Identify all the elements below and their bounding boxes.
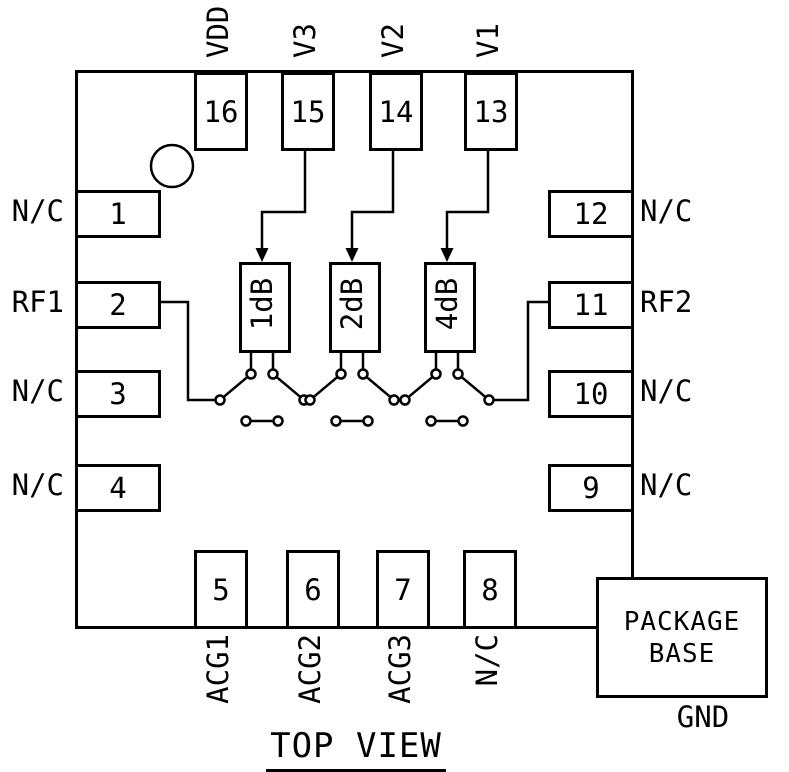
pin-2-label-rf1: RF1 bbox=[11, 285, 64, 319]
pin-13-box: 13 bbox=[464, 72, 518, 151]
pin-16-box: 16 bbox=[194, 72, 248, 151]
pin-14-label-v2: V2 bbox=[376, 23, 410, 58]
pin-16-label-vdd: VDD bbox=[201, 5, 235, 58]
pin-13-label-v1: V1 bbox=[471, 23, 505, 58]
attenuator-2db-label: 2dB bbox=[335, 277, 369, 331]
top-view-title-text: TOP VIEW bbox=[266, 726, 446, 772]
pin-11-box: 11 bbox=[548, 281, 634, 329]
pin-4-box: 4 bbox=[75, 464, 161, 512]
pin-5-number: 5 bbox=[212, 572, 230, 607]
pin-2-number: 2 bbox=[109, 288, 127, 322]
pin-10-box: 10 bbox=[548, 370, 634, 418]
pin-14-box: 14 bbox=[369, 72, 423, 151]
pin-16-number: 16 bbox=[203, 94, 239, 129]
pin-8-number: 8 bbox=[481, 572, 499, 607]
pin-2-box: 2 bbox=[75, 281, 161, 329]
pin-1-number: 1 bbox=[109, 197, 127, 231]
pin-11-number: 11 bbox=[573, 288, 609, 322]
pin-10-label-nc: N/C bbox=[640, 374, 693, 408]
pin-14-number: 14 bbox=[378, 94, 414, 129]
pin-8-box: 8 bbox=[463, 550, 517, 629]
top-view-title: TOP VIEW bbox=[256, 726, 456, 772]
pin-6-box: 6 bbox=[286, 550, 340, 629]
pin-15-number: 15 bbox=[290, 94, 326, 129]
pin-3-label-nc: N/C bbox=[11, 374, 64, 408]
gnd-label: GND bbox=[676, 700, 730, 734]
chip-outline bbox=[75, 70, 634, 629]
package-base-label-line2: BASE bbox=[648, 638, 716, 669]
pin-15-label-v3: V3 bbox=[288, 23, 322, 58]
pin-4-number: 4 bbox=[109, 471, 127, 505]
pin-3-box: 3 bbox=[75, 370, 161, 418]
pin-5-label-acg1: ACG1 bbox=[201, 634, 235, 704]
pin-9-number: 9 bbox=[582, 471, 600, 505]
pin-12-box: 12 bbox=[548, 190, 634, 238]
attenuator-2db-box bbox=[329, 262, 381, 353]
pin-12-label-nc: N/C bbox=[640, 194, 693, 228]
pin-11-label-rf2: RF2 bbox=[640, 285, 693, 319]
pin-5-box: 5 bbox=[194, 550, 248, 629]
pin-1-box: 1 bbox=[75, 190, 161, 238]
attenuator-1db-box bbox=[239, 262, 291, 353]
package-base-box: PACKAGE BASE bbox=[596, 577, 768, 698]
pin-12-number: 12 bbox=[573, 197, 609, 231]
pin-15-box: 15 bbox=[281, 72, 335, 151]
attenuator-1db-label: 1dB bbox=[245, 277, 279, 331]
package-base-label-line1: PACKAGE bbox=[623, 606, 741, 637]
pin-9-label-nc: N/C bbox=[640, 468, 693, 502]
attenuator-4db-label: 4dB bbox=[430, 277, 464, 331]
pin-8-label-nc: N/C bbox=[470, 634, 504, 687]
pin-7-number: 7 bbox=[394, 572, 412, 607]
pin-10-number: 10 bbox=[573, 377, 609, 411]
attenuator-4db-box bbox=[424, 262, 476, 353]
pin-6-number: 6 bbox=[304, 572, 322, 607]
pin-9-box: 9 bbox=[548, 464, 634, 512]
pin-1-label-nc: N/C bbox=[11, 194, 64, 228]
pin-3-number: 3 bbox=[109, 377, 127, 411]
pin-13-number: 13 bbox=[473, 94, 509, 129]
pin-7-box: 7 bbox=[376, 550, 430, 629]
pin-4-label-nc: N/C bbox=[11, 468, 64, 502]
